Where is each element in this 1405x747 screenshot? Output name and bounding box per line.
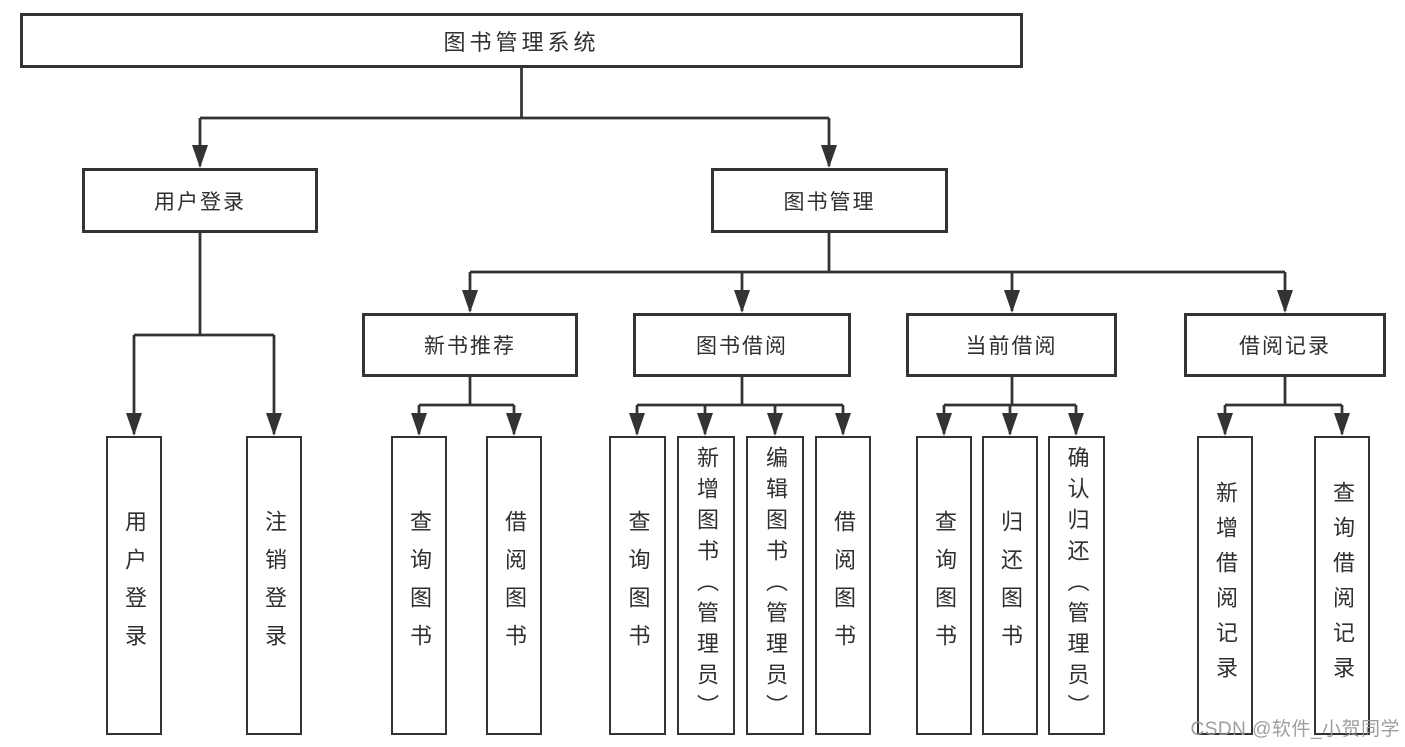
node-user-login: 用户登录 xyxy=(82,168,318,233)
node-label: 新增图书（管理员） xyxy=(694,446,719,725)
leaf-query-books-borrow: 查询图书 xyxy=(609,436,666,735)
leaf-add-book-admin: 新增图书（管理员） xyxy=(677,436,735,735)
leaf-user-login: 用户登录 xyxy=(106,436,162,735)
node-label: 新书推荐 xyxy=(424,335,516,358)
connector-book-management xyxy=(468,233,1287,311)
node-label: 图书管理 xyxy=(783,190,876,214)
node-label: 新增借阅记录 xyxy=(1213,480,1238,691)
node-borrow-records: 借阅记录 xyxy=(1184,313,1386,377)
node-label: 借阅图书 xyxy=(502,509,527,662)
leaf-query-books-current: 查询图书 xyxy=(916,436,972,735)
node-current-borrow: 当前借阅 xyxy=(906,313,1117,377)
node-label: 注销登录 xyxy=(262,509,287,662)
node-book-borrow: 图书借阅 xyxy=(633,313,851,377)
leaf-logout: 注销登录 xyxy=(246,436,302,735)
csdn-watermark: CSDN @软件_小贺同学 xyxy=(1190,719,1400,740)
node-label: 查询借阅记录 xyxy=(1330,480,1355,691)
node-label: 图书借阅 xyxy=(696,335,788,358)
node-label: 借阅记录 xyxy=(1239,335,1331,358)
node-label: 当前借阅 xyxy=(965,335,1058,358)
leaf-edit-book-admin: 编辑图书（管理员） xyxy=(746,436,804,735)
leaf-confirm-return-admin: 确认归还（管理员） xyxy=(1048,436,1105,735)
leaf-query-books-recommend: 查询图书 xyxy=(391,436,447,735)
node-new-book-recommend: 新书推荐 xyxy=(362,313,578,377)
node-label: 用户登录 xyxy=(122,509,147,662)
node-label: 查询图书 xyxy=(932,509,957,662)
leaf-return-books: 归还图书 xyxy=(982,436,1038,735)
node-label: 确认归还（管理员） xyxy=(1064,446,1090,725)
node-book-management: 图书管理 xyxy=(711,168,948,233)
connector-book-borrow xyxy=(635,377,845,434)
node-label: 归还图书 xyxy=(998,509,1023,662)
connector-root xyxy=(198,68,831,166)
connector-borrow-records xyxy=(1223,377,1344,434)
connector-new-book-recommend xyxy=(417,377,516,434)
leaf-query-borrow-record: 查询借阅记录 xyxy=(1314,436,1370,735)
leaf-borrow-books: 借阅图书 xyxy=(815,436,871,735)
arrowheads xyxy=(126,145,1350,436)
node-label: 查询图书 xyxy=(625,509,651,662)
node-label: 借阅图书 xyxy=(831,509,856,662)
node-library-management-system: 图书管理系统 xyxy=(20,13,1023,68)
node-label: 图书管理系统 xyxy=(443,29,600,55)
connector-user-login xyxy=(132,233,276,434)
node-label: 查询图书 xyxy=(407,509,432,662)
node-label: 编辑图书（管理员） xyxy=(763,446,788,725)
leaf-borrow-books-recommend: 借阅图书 xyxy=(486,436,542,735)
node-label: 用户登录 xyxy=(154,190,246,214)
leaf-add-borrow-record: 新增借阅记录 xyxy=(1197,436,1253,735)
